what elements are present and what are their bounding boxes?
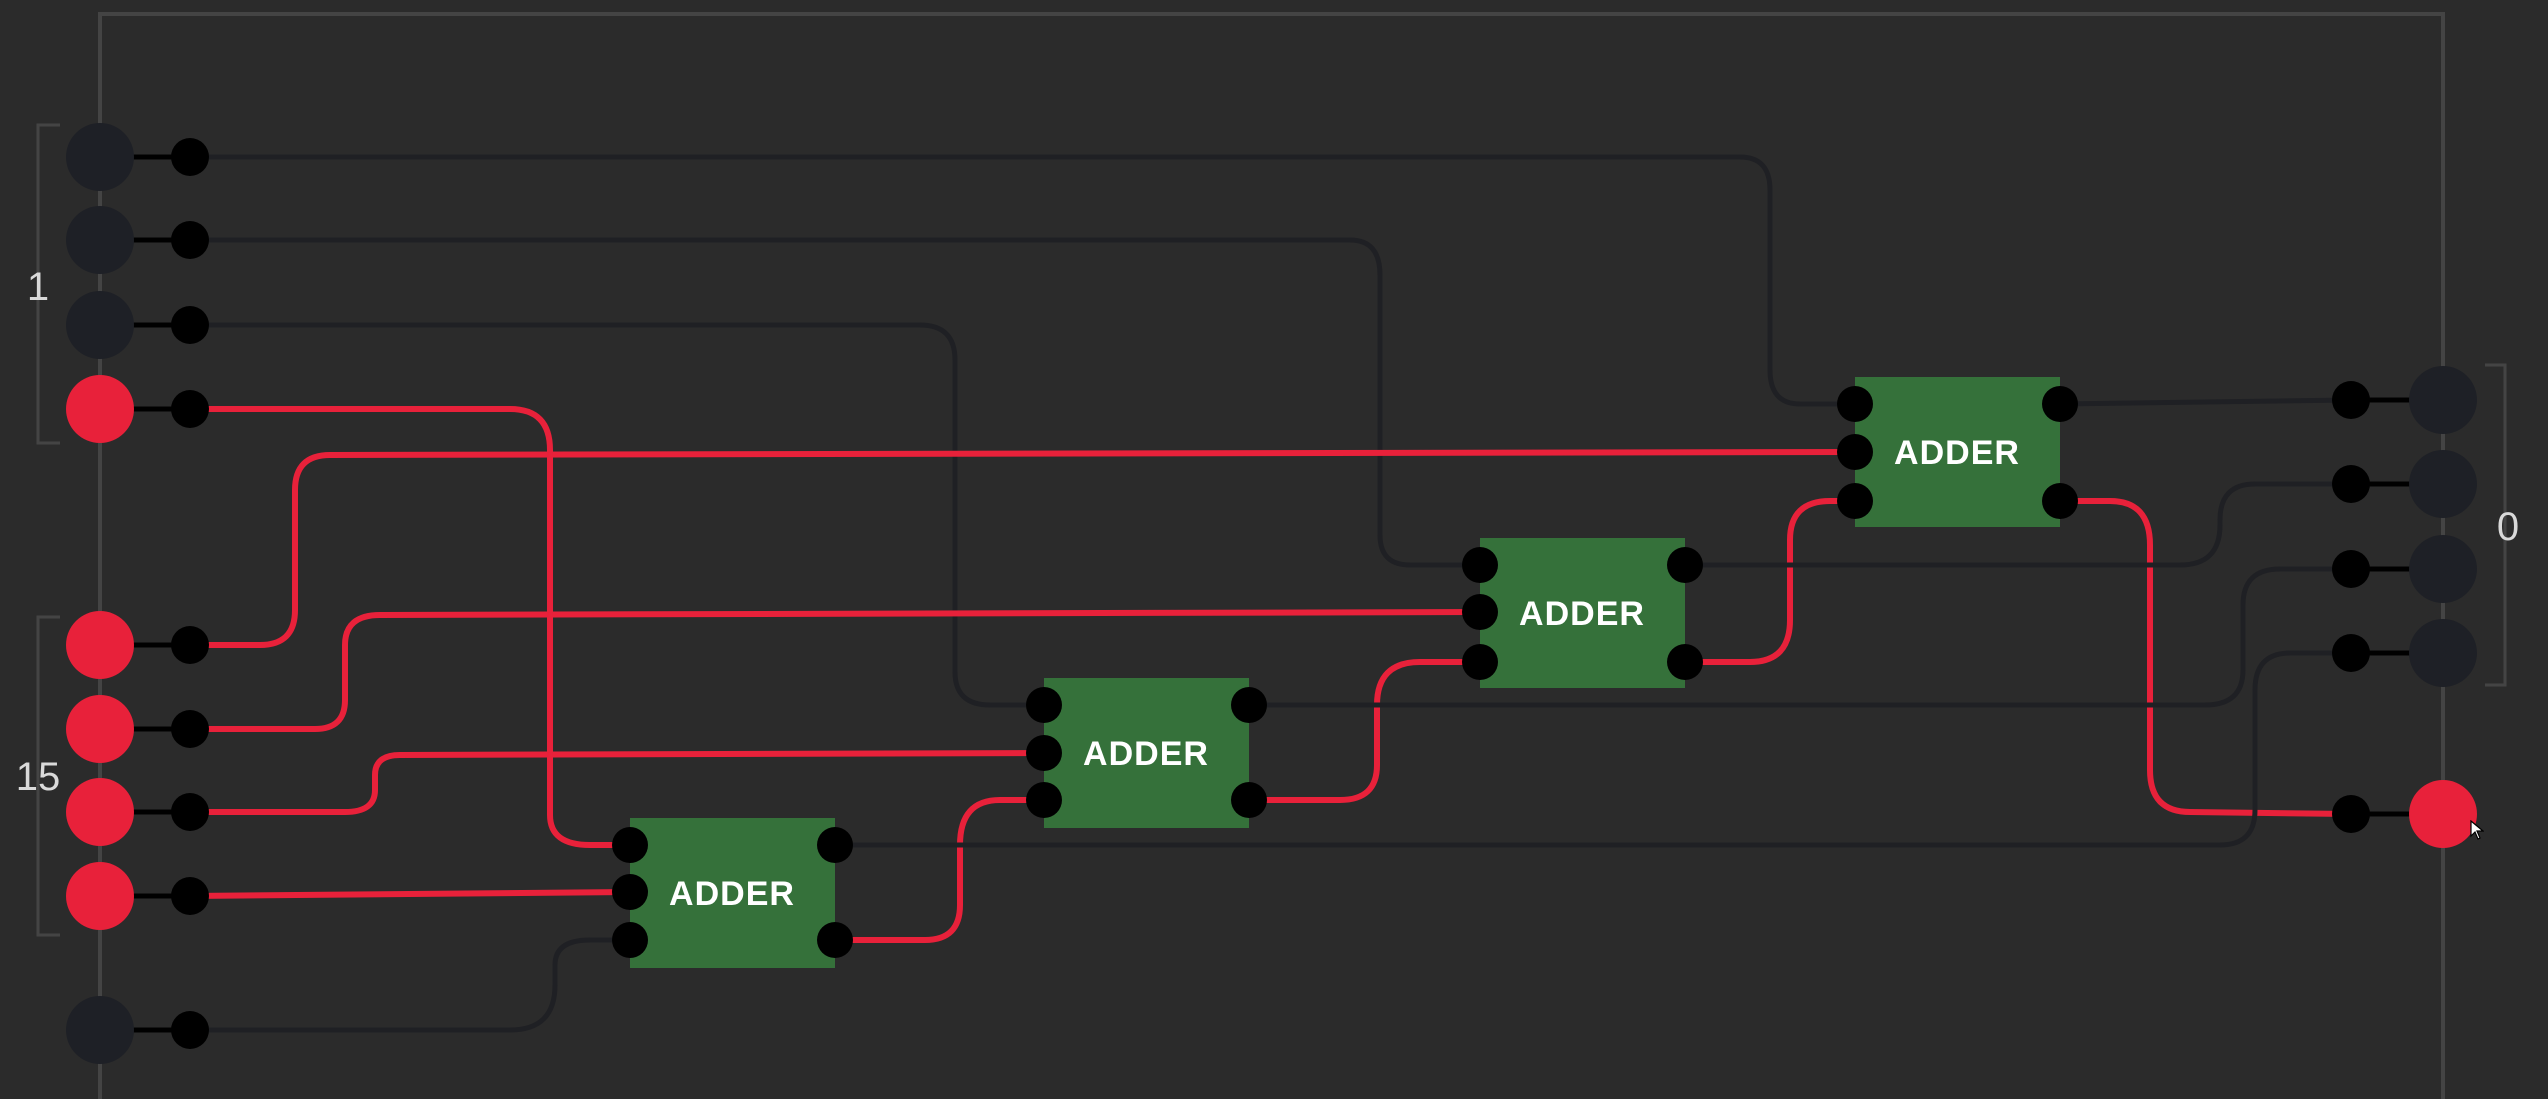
output-pin[interactable] — [2409, 535, 2477, 603]
output-pin[interactable] — [2409, 366, 2477, 434]
wire-a2 — [187, 322, 1047, 708]
adder-gate-3[interactable]: ADDER — [1480, 538, 1685, 688]
input-connector[interactable] — [171, 138, 209, 176]
output-bus-bracket — [2485, 363, 2507, 687]
input-pin[interactable] — [66, 206, 134, 274]
gate-input-pin[interactable] — [1026, 687, 1062, 723]
wire-sum-0 — [832, 650, 2354, 848]
wire-carry-in — [187, 937, 633, 1033]
gate-input-pin[interactable] — [1462, 547, 1498, 583]
wire-a1 — [187, 237, 1483, 568]
adder-gate-1[interactable]: ADDER — [630, 818, 835, 968]
pin-layer — [66, 123, 2477, 1064]
input-pin[interactable] — [66, 862, 134, 930]
wire-a0 — [187, 154, 1858, 407]
input-pin[interactable] — [66, 996, 134, 1064]
gate-output-pin[interactable] — [1231, 687, 1267, 723]
wire-b3 — [187, 889, 633, 899]
gate-input-pin[interactable] — [1837, 483, 1873, 519]
wire-carry-1 — [832, 797, 1047, 943]
gate-output-pin[interactable] — [817, 922, 853, 958]
gate-label: ADDER — [1519, 595, 1645, 633]
wire-carry-3 — [1682, 498, 1858, 665]
wire-a3 — [187, 406, 633, 848]
output-connector[interactable] — [2332, 550, 2370, 588]
output-connector[interactable] — [2332, 795, 2370, 833]
wire-carry-2 — [1246, 659, 1483, 803]
input-pin[interactable] — [66, 375, 134, 443]
output-connector[interactable] — [2332, 634, 2370, 672]
output-connector[interactable] — [2332, 465, 2370, 503]
chip-frame — [98, 12, 2445, 1099]
gate-label: ADDER — [1894, 434, 2020, 472]
input-bus-a-bracket — [36, 123, 60, 445]
wire-sum-2 — [1682, 481, 2354, 568]
input-connector[interactable] — [171, 390, 209, 428]
gate-input-pin[interactable] — [1462, 594, 1498, 630]
input-pin[interactable] — [66, 611, 134, 679]
input-connector[interactable] — [171, 1011, 209, 1049]
gate-label: ADDER — [669, 875, 795, 913]
input-bus-a-value: 1 — [27, 265, 49, 309]
wire-carry-out — [2057, 498, 2354, 817]
gate-input-pin[interactable] — [1837, 434, 1873, 470]
input-pin[interactable] — [66, 291, 134, 359]
input-connector[interactable] — [171, 626, 209, 664]
input-connector[interactable] — [171, 306, 209, 344]
output-bus-value: 0 — [2497, 505, 2519, 549]
wire-sum-1 — [1246, 566, 2354, 708]
input-connector[interactable] — [171, 877, 209, 915]
adder-gate-2[interactable]: ADDER — [1044, 678, 1249, 828]
output-connector[interactable] — [2332, 381, 2370, 419]
gate-output-pin[interactable] — [1231, 782, 1267, 818]
gate-output-pin[interactable] — [2042, 483, 2078, 519]
gate-input-pin[interactable] — [1462, 644, 1498, 680]
mouse-pointer-icon — [2470, 820, 2484, 840]
output-pin[interactable] — [2409, 619, 2477, 687]
gate-output-pin[interactable] — [2042, 386, 2078, 422]
gate-input-pin[interactable] — [612, 827, 648, 863]
wire-b0 — [187, 449, 1858, 648]
input-pin[interactable] — [66, 778, 134, 846]
gate-layer: ADDER ADDER ADDER ADDER — [630, 377, 2060, 968]
input-connector[interactable] — [171, 221, 209, 259]
output-pin[interactable] — [2409, 780, 2477, 848]
gate-output-pin[interactable] — [817, 827, 853, 863]
output-pin[interactable] — [2409, 450, 2477, 518]
input-connector[interactable] — [171, 710, 209, 748]
gate-input-pin[interactable] — [1026, 782, 1062, 818]
input-bus-b-bracket — [36, 615, 60, 937]
input-bus-b-value: 15 — [16, 755, 61, 799]
gate-output-pin[interactable] — [1667, 644, 1703, 680]
wire-b2 — [187, 750, 1047, 815]
input-pin[interactable] — [66, 123, 134, 191]
gate-label: ADDER — [1083, 735, 1209, 773]
gate-input-pin[interactable] — [1026, 735, 1062, 771]
adder-gate-4[interactable]: ADDER — [1855, 377, 2060, 527]
wire-sum-3 — [2057, 397, 2354, 407]
wire-layer — [187, 154, 2354, 1033]
wire-b1 — [187, 609, 1483, 732]
gate-input-pin[interactable] — [612, 922, 648, 958]
gate-output-pin[interactable] — [1667, 547, 1703, 583]
input-connector[interactable] — [171, 793, 209, 831]
input-pin[interactable] — [66, 695, 134, 763]
gate-input-pin[interactable] — [612, 874, 648, 910]
gate-input-pin[interactable] — [1837, 386, 1873, 422]
